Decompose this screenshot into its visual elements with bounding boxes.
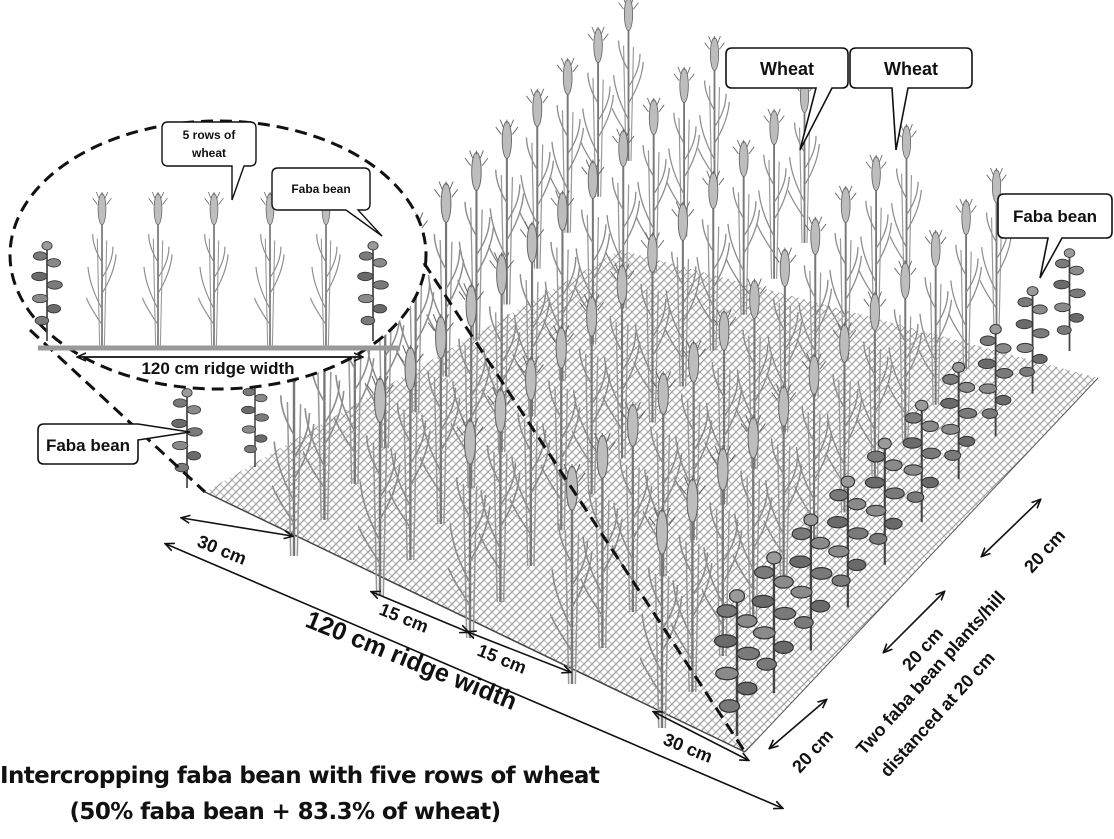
callout-wheat-2-text: Wheat bbox=[884, 59, 938, 79]
callout-inset-faba-text: Faba bean bbox=[291, 182, 350, 196]
dim-left-30-label: 30 cm bbox=[195, 531, 250, 569]
dim-side-20c-label: 20 cm bbox=[1020, 525, 1069, 576]
callout-faba-left: Faba bean bbox=[38, 424, 190, 464]
wheat-plant bbox=[980, 163, 1011, 333]
callout-inset-rows-line2: wheat bbox=[191, 146, 226, 160]
inset-ridge-label: 120 cm ridge width bbox=[141, 359, 294, 378]
callout-wheat-1: Wheat bbox=[726, 48, 848, 150]
dim-right-30-label: 30 cm bbox=[661, 729, 716, 767]
faba-bean-plant bbox=[1054, 249, 1086, 351]
callout-wheat-2: Wheat bbox=[850, 48, 972, 150]
caption-line2: (50% faba bean + 83.3% of wheat) bbox=[0, 794, 570, 830]
callout-inset-rows-line1: 5 rows of bbox=[183, 128, 237, 142]
callout-faba-right: Faba bean bbox=[998, 194, 1112, 278]
diagram-caption: Intercropping faba bean with five rows o… bbox=[0, 758, 570, 830]
wheat-plant bbox=[612, 0, 643, 161]
dim-side-20a-label: 20 cm bbox=[788, 725, 837, 776]
caption-line1: Intercropping faba bean with five rows o… bbox=[0, 758, 570, 794]
callout-faba-left-text: Faba bean bbox=[46, 436, 130, 455]
callout-wheat-1-text: Wheat bbox=[760, 59, 814, 79]
dim-side-20c-arrow bbox=[982, 500, 1040, 556]
callout-faba-right-text: Faba bean bbox=[1013, 207, 1097, 226]
